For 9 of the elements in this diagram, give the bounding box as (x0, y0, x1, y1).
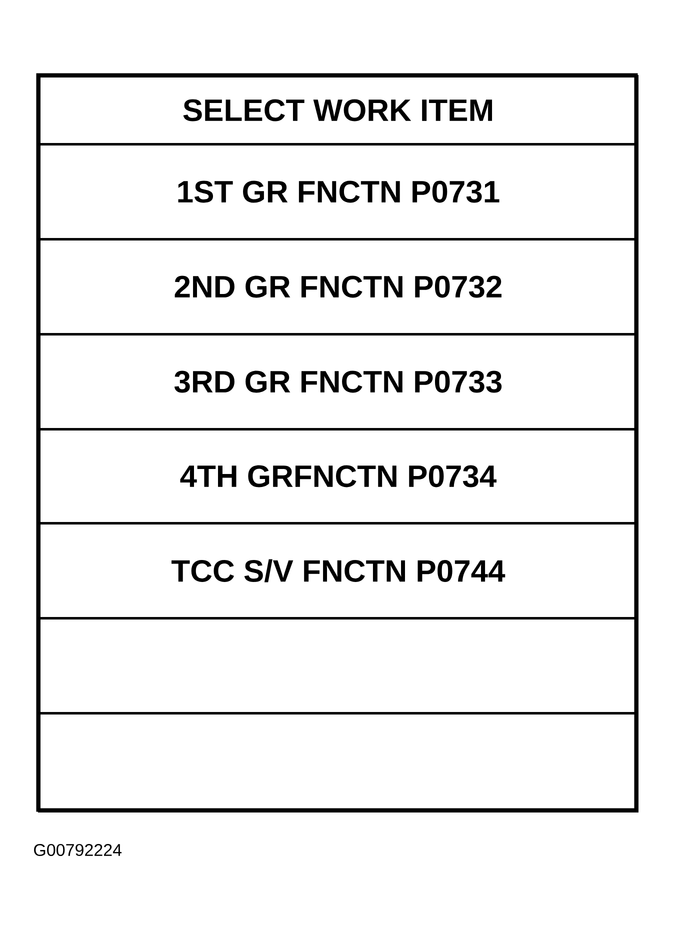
menu-row: TCC S/V FNCTN P0744 (38, 522, 638, 620)
header-row: SELECT WORK ITEM (38, 75, 638, 146)
empty-row (38, 712, 638, 812)
menu-row: 3RD GR FNCTN P0733 (38, 333, 638, 430)
figure-code: G00792224 (34, 844, 122, 856)
menu-row: 2ND GR FNCTN P0732 (38, 238, 638, 336)
menu-row: 4TH GRFNCTN P0734 (38, 428, 638, 524)
menu-row: 1ST GR FNCTN P0731 (38, 143, 638, 240)
empty-row (38, 617, 638, 714)
